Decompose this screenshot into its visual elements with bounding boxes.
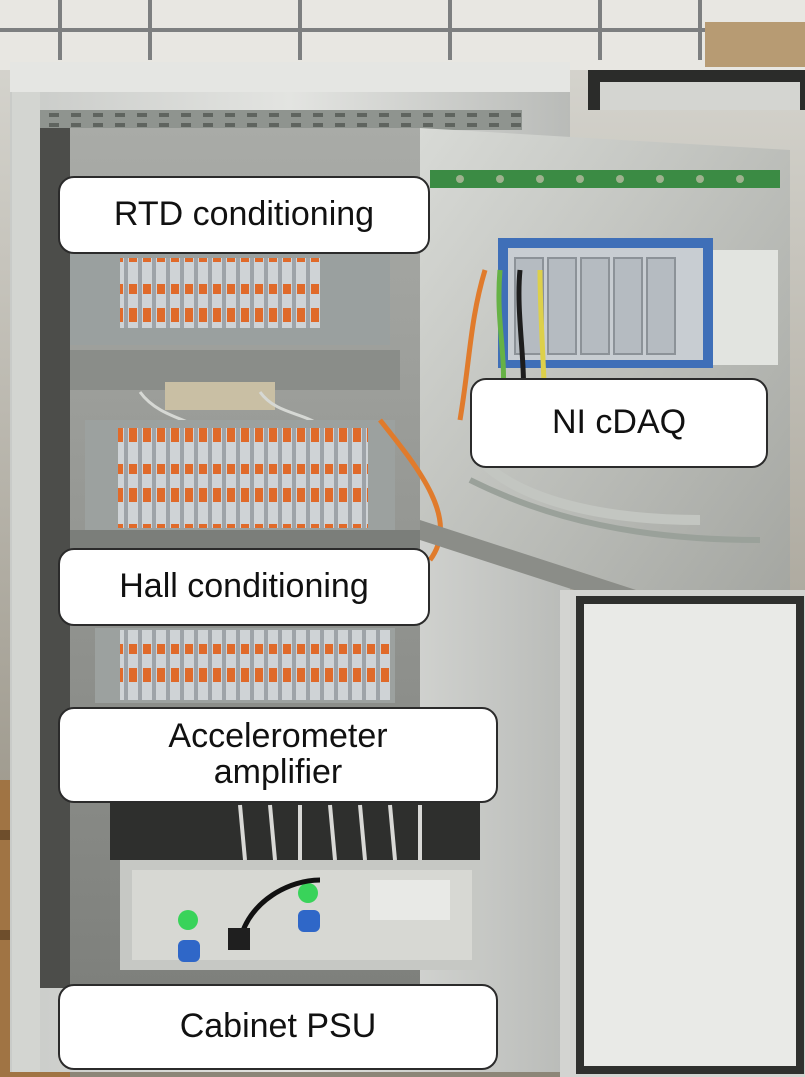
accelerometer-label-line2: amplifier <box>213 753 343 791</box>
ni-cdaq-callout: NI cDAQ <box>470 378 768 468</box>
accelerometer-amplifier-callout: Accelerometer amplifier <box>58 707 498 803</box>
rtd-conditioning-label: RTD conditioning <box>113 195 375 234</box>
accelerometer-label-line1: Accelerometer <box>168 717 388 756</box>
rtd-conditioning-callout: RTD conditioning <box>58 176 430 254</box>
hall-conditioning-callout: Hall conditioning <box>58 548 430 626</box>
hall-conditioning-label: Hall conditioning <box>119 567 369 606</box>
cabinet-psu-callout: Cabinet PSU <box>58 984 498 1070</box>
cabinet-psu-label: Cabinet PSU <box>179 1007 377 1046</box>
ni-cdaq-label: NI cDAQ <box>551 403 687 442</box>
